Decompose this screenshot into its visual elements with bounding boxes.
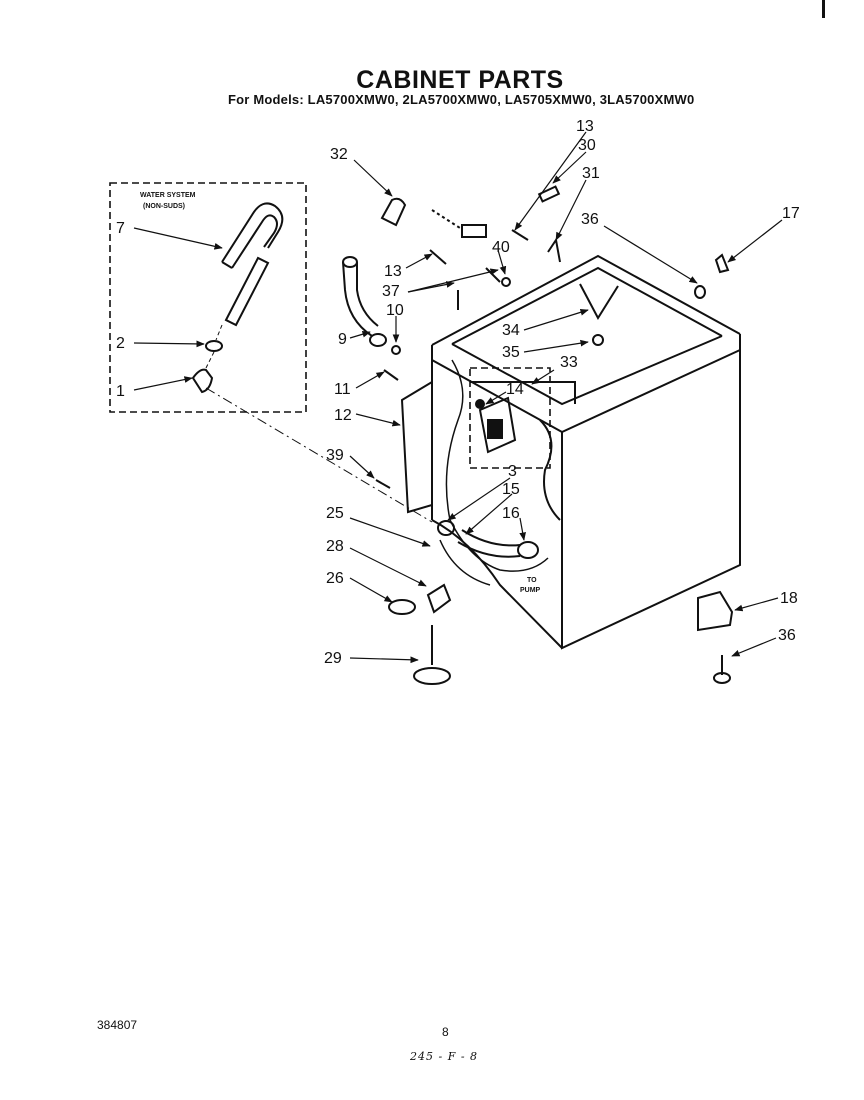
callout-40: 40	[492, 239, 510, 256]
to-pump-label-2: PUMP	[520, 587, 541, 594]
bumper-35	[592, 334, 604, 346]
callout-13-left: 13	[384, 263, 402, 280]
callout-33: 33	[560, 354, 578, 371]
wire-harness-connector	[380, 197, 487, 238]
rear-bracket	[697, 590, 734, 684]
callout-15: 15	[502, 481, 520, 498]
callout-7: 7	[116, 220, 125, 237]
switch-dashed-box	[469, 367, 551, 469]
callout-37: 37	[382, 283, 400, 300]
callout-9: 9	[338, 331, 347, 348]
page-edge-mark	[822, 0, 825, 18]
callout-25: 25	[326, 505, 344, 522]
pump-hose	[437, 520, 539, 559]
page-number: 8	[442, 1025, 449, 1039]
callout-35: 35	[502, 344, 520, 361]
inset-leader-line	[205, 387, 433, 523]
handwritten-note: 245 - F - 8	[410, 1050, 479, 1063]
callout-13-top: 13	[576, 118, 594, 135]
water-level-switch	[475, 396, 517, 454]
callout-36-bottom: 36	[778, 627, 796, 644]
callout-16: 16	[502, 505, 520, 522]
top-bracket	[579, 283, 619, 321]
front-foot-bracket	[388, 583, 452, 615]
page-title: CABINET PARTS	[356, 66, 564, 94]
cabinet-body	[431, 254, 741, 650]
to-pump-label: TO	[527, 577, 537, 584]
inset-title: WATER SYSTEM	[140, 192, 196, 199]
callout-14: 14	[506, 381, 524, 398]
callout-34: 34	[502, 322, 520, 339]
callout-17: 17	[782, 205, 800, 222]
callout-39: 39	[326, 447, 344, 464]
leveling-leg	[413, 625, 451, 685]
callout-26: 26	[326, 570, 344, 587]
side-bracket	[400, 380, 433, 514]
callout-3: 3	[508, 463, 517, 480]
callout-11: 11	[334, 381, 351, 398]
callout-31: 31	[582, 165, 600, 182]
inset-subtitle: (NON-SUDS)	[143, 203, 185, 210]
callout-18: 18	[780, 590, 798, 607]
water-system-inset: WATER SYSTEM (NON-SUDS)	[109, 182, 307, 413]
callout-10: 10	[386, 302, 404, 319]
callout-30: 30	[578, 137, 596, 154]
callout-2: 2	[116, 335, 125, 352]
callout-29: 29	[324, 650, 342, 667]
document-code: 384807	[97, 1018, 138, 1032]
callout-12: 12	[334, 407, 352, 424]
callout-leaders	[133, 131, 783, 664]
callout-numbers: 7 2 1 32 13 30 31 36 17 40 13 37 10 9 11…	[116, 118, 800, 667]
callout-32: 32	[330, 146, 348, 163]
callout-36-top: 36	[581, 211, 599, 228]
models-subtitle: For Models: LA5700XMW0, 2LA5700XMW0, LA5…	[228, 92, 695, 107]
callout-28: 28	[326, 538, 344, 555]
callout-1: 1	[116, 383, 125, 400]
